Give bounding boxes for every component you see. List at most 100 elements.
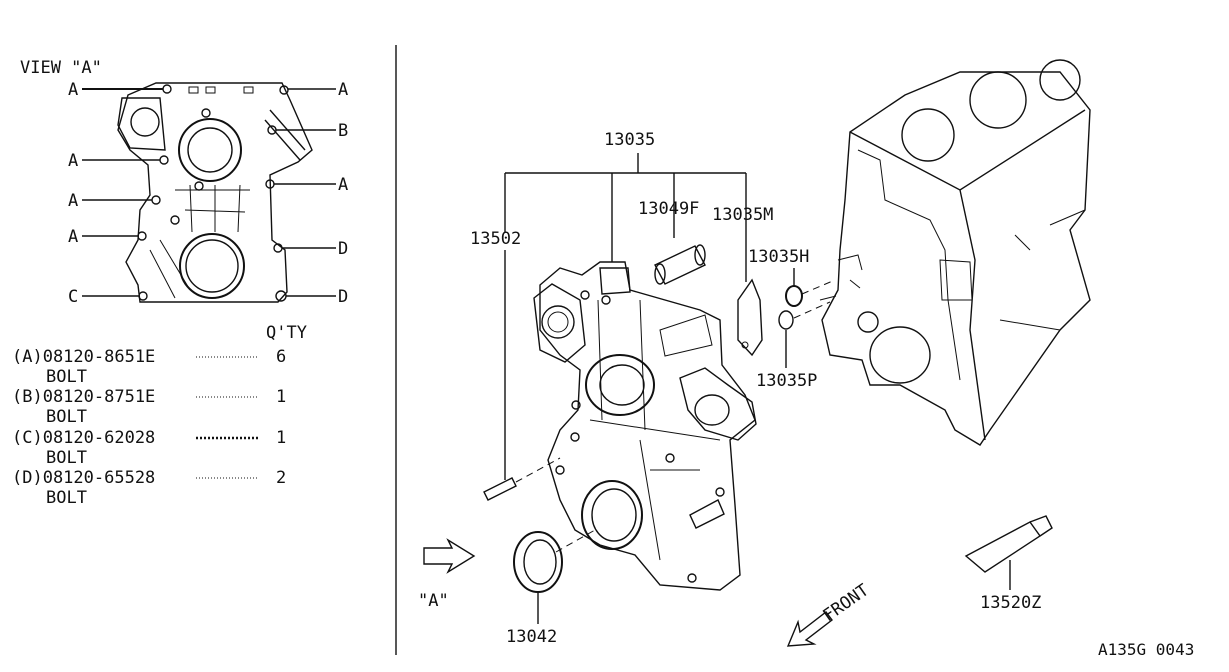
callout-13520Z: 13520Z [980,593,1041,613]
view-a-lower-ring-inner [185,239,239,293]
front-cover-boss [599,267,631,295]
view-a-label-left: A [68,191,78,211]
drawing-code: A135G 0043 [1098,640,1194,659]
dowel-pin-axis [515,457,561,483]
cylinder-block-deck [849,109,1086,191]
front-cover-bolt [687,573,697,583]
part-qty: 1 [276,387,286,407]
front-cover-right-port [694,394,730,426]
view-a-left-gasket [117,97,166,151]
view-a-ribs [149,184,250,299]
view-a-label-left: C [68,287,78,307]
parts-list: Q'TY (A)08120-8651E 6 BOLT (B)08120-8751… [12,323,307,508]
front-cover-tube [689,499,725,529]
callout-13502: 13502 [470,229,521,249]
front-cover-bolt [715,487,725,497]
view-a-bolt-hole [159,155,169,165]
view-a-panel: VIEW "A" [20,58,348,307]
cylinder-block-gasket-face [857,149,973,381]
view-a-bolt-hole [162,84,172,94]
view-a-upper-ring [178,118,242,182]
sealant-tube [964,521,1041,573]
view-a-lower-ring [179,233,245,299]
view-a-arrow [423,538,476,574]
cylinder-bore [1039,59,1081,101]
sealant-tube-nozzle [1029,515,1053,537]
view-a-bolt-hole [194,181,204,191]
front-cover-bolt [580,290,590,300]
front-cover-bolt [665,453,675,463]
cylinder-block-webs [999,209,1086,331]
front-cover-bolt [570,432,580,442]
part-code: (B)08120-8751E [12,387,155,407]
view-a-bolt-hole [279,85,289,95]
sleeve-13049F-end [694,244,706,266]
sleeve-13049F [654,245,706,285]
view-a-label-right: D [338,239,348,259]
part-code: (C)08120-62028 [12,428,155,448]
view-a-label-right: B [338,121,348,141]
front-cover-left-port [541,305,575,339]
view-a-right-rib [264,109,306,161]
view-a-label-right: A [338,80,348,100]
front-cover-body [539,261,756,591]
callout-13035M: 13035M [712,205,773,225]
front-cover-boss-hole [601,295,611,305]
front-cover-bolt [571,400,581,410]
front-cover-crank-opening-inner [591,488,637,542]
view-a-bolt-hole [170,215,180,225]
cylinder-block-crank-bore [869,326,931,384]
front-cover-left-flange [533,283,586,363]
assembly-line [555,529,596,553]
part-qty: 6 [276,347,286,367]
cylinder-block-dowels [819,254,863,301]
part-name: BOLT [46,407,87,427]
front-cover-pump-opening [585,354,655,416]
cylinder-block [821,71,1091,446]
callout-13042: 13042 [506,627,557,647]
view-a-label-left: A [68,80,78,100]
assembly-line [801,279,836,295]
front-cover-ribs [589,299,721,561]
view-a-left-gasket-ring [130,107,160,137]
dowel-pin [483,477,517,501]
part-qty: 2 [276,468,286,488]
callout-13035H: 13035H [748,247,809,267]
view-a-label-left: A [68,227,78,247]
part-code: (A)08120-8651E [12,347,155,367]
view-a-bolt-hole [151,195,161,205]
part-name: BOLT [46,367,87,387]
view-a-bolt-hole [201,108,211,118]
front-cover-bolt [555,465,565,475]
cylinder-block-face [959,189,986,441]
seal-13035H [785,285,803,307]
gasket-13035M-hole [741,341,749,349]
seal-13035P [778,310,794,330]
view-a-title: VIEW "A" [20,58,102,78]
oil-seal-13042-inner [523,539,557,585]
front-arrow [786,611,833,647]
view-marker-label: "A" [418,591,449,611]
front-cover-right-flange [679,367,757,441]
front-cover-pump-opening-inner [599,364,645,406]
exploded-view: 13035 13502 13049F 13035M 13035H 13035P … [418,59,1091,647]
sleeve-13049F-end [654,263,666,285]
qty-header: Q'TY [266,323,307,343]
part-name: BOLT [46,448,87,468]
cylinder-bore [969,71,1027,129]
front-label: FRONT [819,580,872,626]
part-code: (D)08120-65528 [12,468,155,488]
view-a-bolt-hole [137,231,147,241]
callout-13049F: 13049F [638,199,699,219]
view-a-upper-ring-inner [187,127,233,173]
view-a-cover-outline [117,82,313,303]
assembly-line [793,301,831,319]
view-a-slot [243,86,254,94]
cylinder-block-pump-hole [857,311,879,333]
oil-seal-13042 [513,531,563,593]
part-qty: 1 [276,428,286,448]
cylinder-bore [901,108,955,162]
view-a-slot [205,86,216,94]
part-name: BOLT [46,488,87,508]
